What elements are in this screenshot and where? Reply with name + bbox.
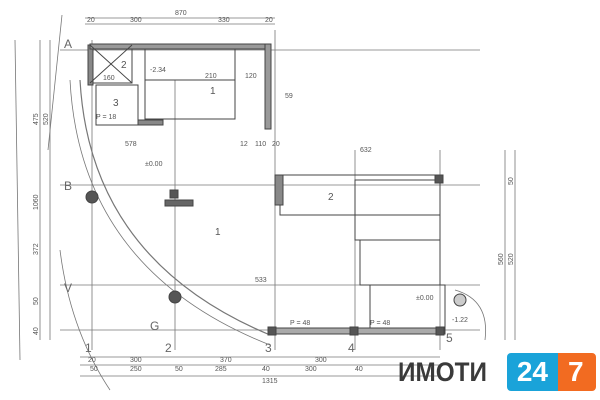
dim-side: 50 [508, 177, 515, 185]
dim-bottom: 50 [90, 366, 98, 373]
dim-side: 1060 [33, 194, 40, 210]
axis-label-2: 2 [165, 341, 172, 355]
logo-text: ИМОТИ [398, 356, 487, 387]
dim-side: 560 [498, 253, 505, 265]
room-number: 2 [328, 192, 334, 203]
dim-side: 520 [43, 113, 50, 125]
area-label: P = 48 [370, 320, 390, 327]
logo-badge: 24 7 [506, 353, 596, 391]
side-dimensions: 475 520 1060 372 560 520 50 50 40 [33, 113, 515, 335]
level-label: -1.22 [452, 317, 468, 324]
axis-label-g: G [150, 319, 159, 333]
room-number: 1 [215, 227, 221, 238]
room-number: 1 [210, 86, 216, 97]
logo-number-24: 24 [506, 353, 558, 391]
axis-label-5: 5 [446, 331, 453, 345]
dim-inner: 578 [125, 141, 137, 148]
dim-side: 372 [33, 243, 40, 255]
axis-label-1: 1 [85, 341, 92, 355]
axis-label-4: 4 [348, 341, 355, 355]
dim-inner: 110 [255, 141, 266, 148]
dim-inner: 120 [245, 73, 257, 80]
dim-inner: 210 [205, 73, 217, 80]
room-labels: 1 2 3 2 1 [113, 60, 334, 238]
area-label: P = 18 [96, 114, 116, 121]
dim-bottom-total: 1315 [262, 378, 278, 385]
axis-label-a: A [64, 37, 72, 51]
dim-top: 20 [265, 17, 273, 24]
room-number: 2 [121, 60, 127, 71]
dim-inner: 20 [272, 141, 280, 148]
dim-bottom: 40 [355, 366, 363, 373]
imoti-247-logo: ИМОТИ 24 7 [398, 352, 596, 392]
area-label: P = 48 [290, 320, 310, 327]
dim-bottom: 300 [315, 357, 327, 364]
dim-top: 300 [130, 17, 142, 24]
dim-bottom: 285 [215, 366, 227, 373]
level-label: ±0.00 [145, 161, 163, 168]
dim-inner: 160 [103, 75, 115, 82]
top-dimensions: 870 20 300 330 20 [87, 10, 273, 24]
dim-top: 20 [87, 17, 95, 24]
dim-bottom: 20 [88, 357, 96, 364]
dim-side: 50 [33, 297, 40, 305]
dim-inner: 59 [285, 93, 293, 100]
level-label: -2.34 [150, 67, 166, 74]
room-number: 3 [113, 98, 119, 109]
walls [85, 43, 467, 336]
dim-top-total: 870 [175, 10, 187, 17]
dim-bottom: 370 [220, 357, 232, 364]
dim-bottom: 250 [130, 366, 142, 373]
axis-label-b: B [64, 179, 72, 193]
dim-inner: 533 [255, 277, 267, 284]
axis-label-3: 3 [265, 341, 272, 355]
dim-bottom: 50 [175, 366, 183, 373]
axis-labels: A B V G 1 2 3 4 5 [64, 37, 453, 355]
inner-dimensions: 578 12 110 20 632 533 160 210 120 59 [103, 73, 372, 284]
dim-bottom: 300 [130, 357, 142, 364]
dim-bottom: 40 [262, 366, 270, 373]
dim-inner: 632 [360, 147, 372, 154]
dim-side: 40 [33, 327, 40, 335]
dim-top: 330 [218, 17, 230, 24]
area-labels: P = 18 P = 48 P = 48 [96, 114, 390, 327]
dim-side: 475 [33, 113, 40, 125]
logo-number-7: 7 [557, 353, 596, 391]
dim-bottom: 300 [305, 366, 317, 373]
bottom-dimensions: 20 300 370 300 50 250 50 285 40 300 40 1… [88, 357, 363, 385]
axis-label-v: V [64, 281, 72, 295]
dim-inner: 12 [240, 141, 248, 148]
level-labels: ±0.00 -2.34 ±0.00 -1.22 [145, 67, 468, 324]
level-label: ±0.00 [416, 295, 434, 302]
dim-side: 520 [508, 253, 515, 265]
